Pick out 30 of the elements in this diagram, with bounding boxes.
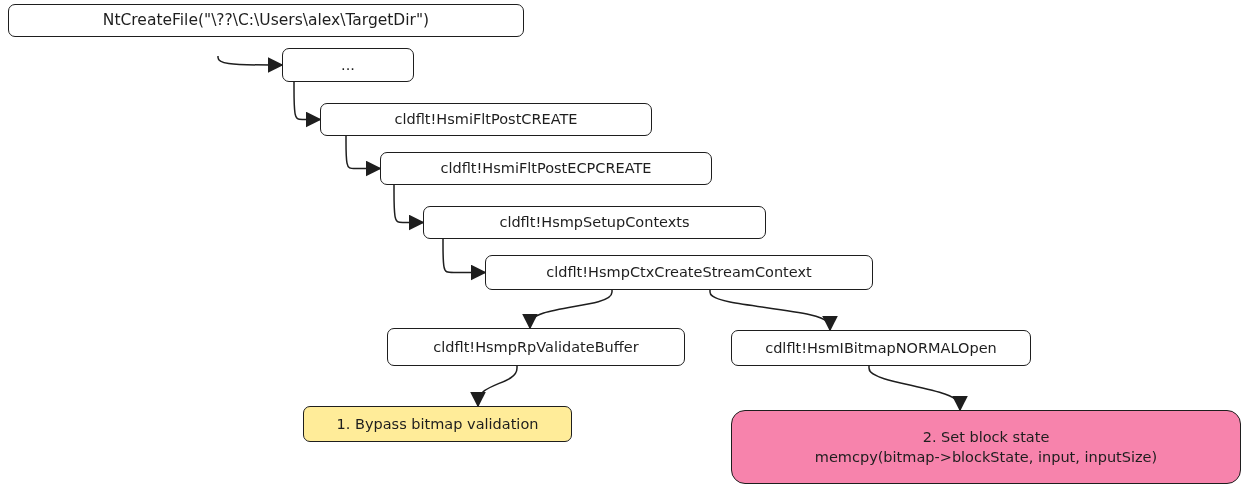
arrow (470, 365, 518, 408)
node-label: cdlflt!HsmIBitmapNORMALOpen (765, 338, 997, 358)
function-box (380, 152, 712, 185)
function-box (423, 206, 766, 239)
arrow (868, 365, 968, 412)
arrow (217, 55, 284, 73)
function-box (485, 255, 873, 290)
node-label: cldflt!HsmiFltPostCREATE (394, 110, 578, 130)
arrow (393, 184, 425, 231)
note-box (731, 410, 1241, 484)
arrow (709, 289, 838, 332)
node-label: cldflt!HsmpCtxCreateStreamContext (546, 263, 812, 283)
arrow (293, 81, 322, 128)
function-box (282, 48, 414, 82)
function-box (320, 103, 652, 136)
arrow (442, 238, 487, 281)
function-box (8, 4, 524, 37)
arrow (345, 135, 382, 177)
node-label: cldflt!HsmiFltPostECPCREATE (440, 159, 652, 179)
node-label: cldflt!HsmpSetupContexts (499, 213, 690, 233)
function-box (731, 330, 1031, 366)
node-label: 1. Bypass bitmap validation (336, 414, 539, 434)
node-label: 2. Set block state (922, 427, 1050, 447)
node-label: ... (341, 55, 355, 75)
code-line: memcpy(bitmap->blockState, input, inputSize) (814, 448, 1158, 467)
node-label: NtCreateFile("\??\C:\Users\alex\TargetDir") (102, 9, 430, 31)
arrow (522, 289, 613, 330)
function-box (387, 328, 685, 366)
note-box (303, 406, 572, 442)
node-label: cldflt!HsmpRpValidateBuffer (433, 337, 639, 357)
